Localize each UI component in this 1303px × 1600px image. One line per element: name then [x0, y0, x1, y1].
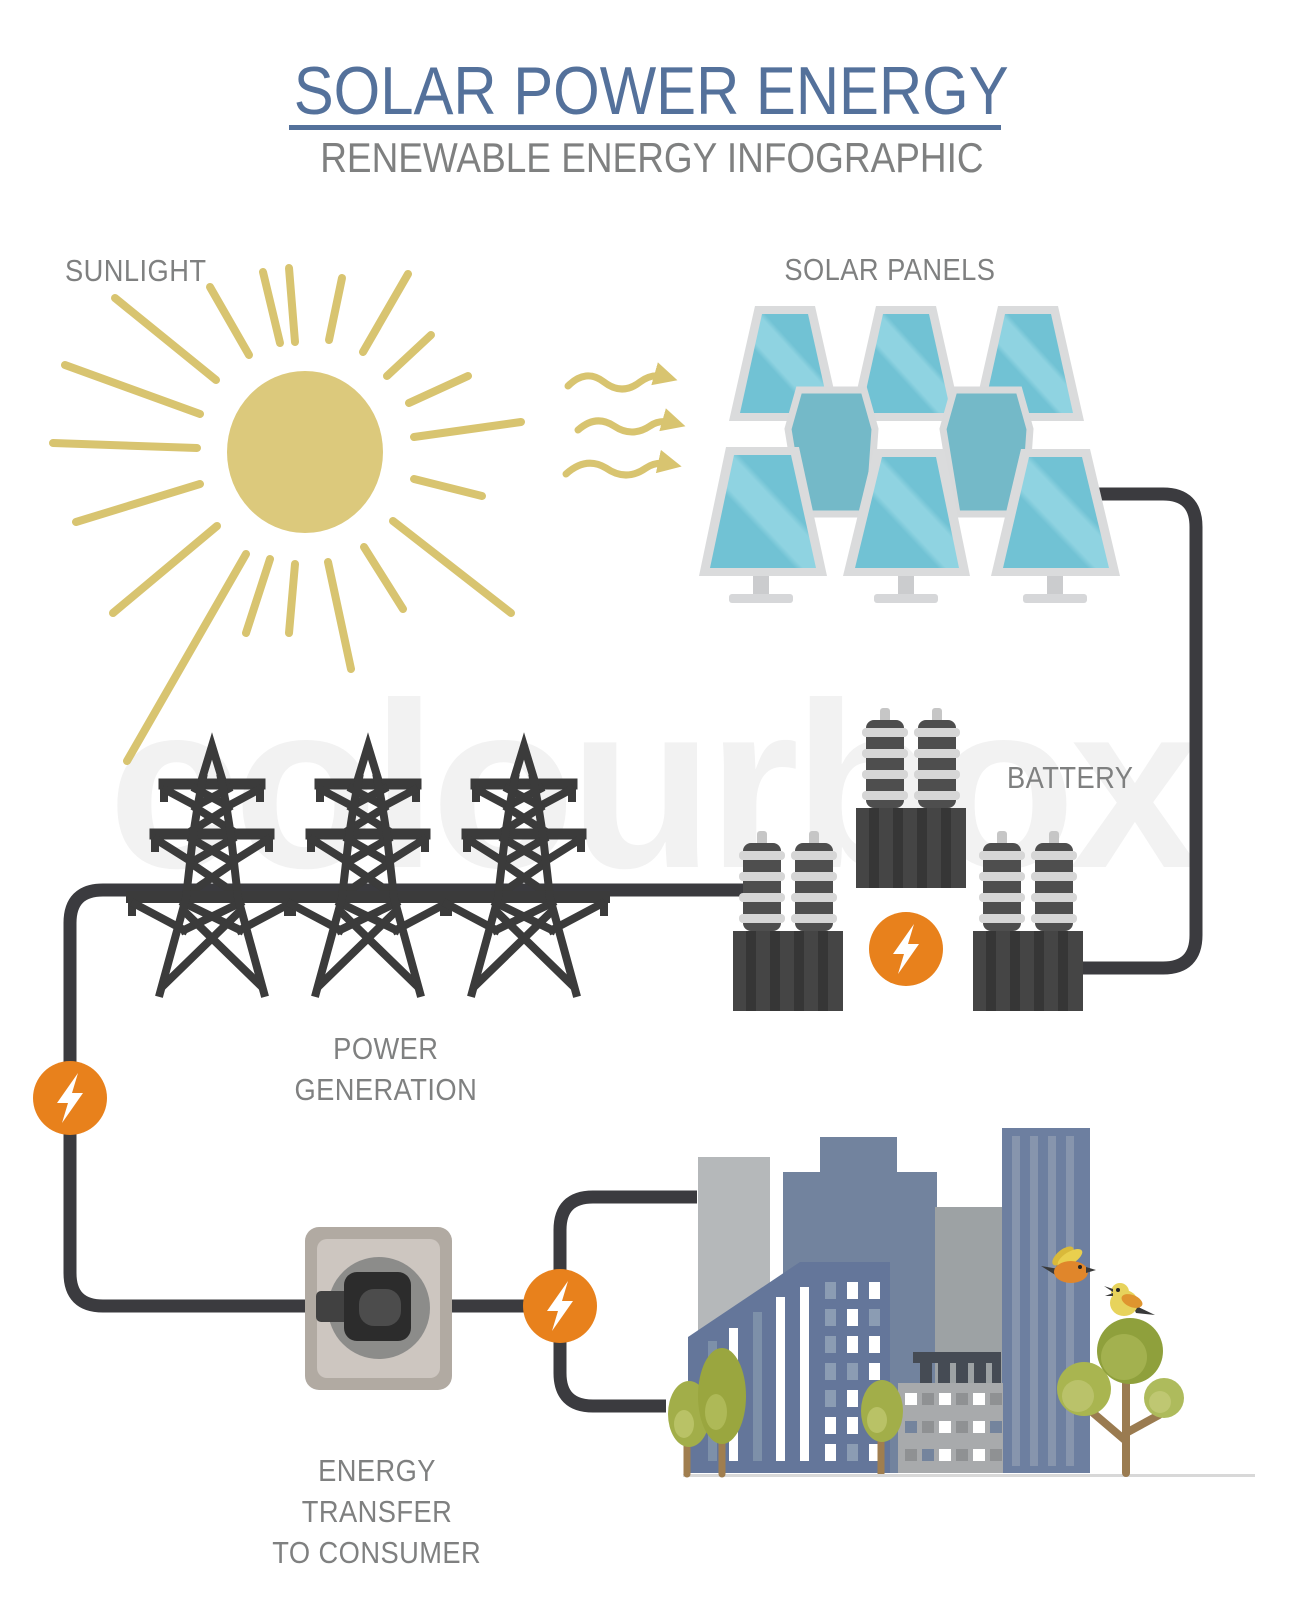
- wavy-arrow-icon: [574, 408, 686, 436]
- sunlight-label: SUNLIGHT: [65, 253, 207, 288]
- solar-panel-icon: [699, 447, 827, 603]
- building: [898, 1352, 1003, 1473]
- energy-transfer-label: ENERGY TRANSFER TO CONSUMER: [272, 1453, 482, 1570]
- city-skyline: [668, 1128, 1255, 1478]
- power-plug-icon: [316, 1272, 411, 1341]
- transformer-battery-icon: [973, 831, 1083, 1011]
- transmission-tower-icon: [132, 746, 292, 993]
- solar-panels-label: SOLAR PANELS: [784, 252, 996, 287]
- solar-panel-icon: [991, 449, 1120, 603]
- tree-icon: [668, 1348, 746, 1478]
- power-generation-label: POWER GENERATION: [294, 1031, 478, 1107]
- transmission-tower-icon: [288, 746, 448, 993]
- wavy-arrow-icons: [562, 362, 686, 479]
- transformer-battery-icon: [856, 708, 966, 888]
- wavy-arrow-icon: [564, 362, 678, 393]
- wall-socket-icon: [305, 1227, 452, 1390]
- sun-rays: [49, 264, 525, 765]
- building: [1002, 1128, 1090, 1473]
- transformer-battery-icon: [733, 831, 843, 1011]
- battery-label: BATTERY: [1007, 760, 1134, 795]
- title-underline: [289, 125, 1001, 130]
- sun-icon: [49, 264, 525, 765]
- bird-icon: [1041, 1246, 1096, 1283]
- tree-icon: [861, 1380, 903, 1474]
- wavy-arrow-icon: [562, 449, 682, 479]
- bird-icon: [1104, 1283, 1155, 1316]
- page-subtitle: RENEWABLE ENERGY INFOGRAPHIC: [319, 134, 984, 181]
- transmission-tower-icon: [444, 746, 604, 993]
- wire-panels-to-battery: [1082, 487, 1203, 975]
- solar-panel-icon: [850, 306, 962, 421]
- solar-panel-array: [699, 306, 1120, 603]
- tree-icon: [1057, 1318, 1184, 1477]
- lightning-bolt-icon: [523, 1269, 597, 1343]
- ground-line: [683, 1474, 1255, 1477]
- solar-panel-icon: [843, 449, 970, 603]
- power-generation-towers: [132, 746, 604, 993]
- page-title: SOLAR POWER ENERGY: [294, 53, 1009, 129]
- lightning-bolt-icon: [33, 1061, 107, 1135]
- lightning-bolt-icon: [869, 912, 943, 986]
